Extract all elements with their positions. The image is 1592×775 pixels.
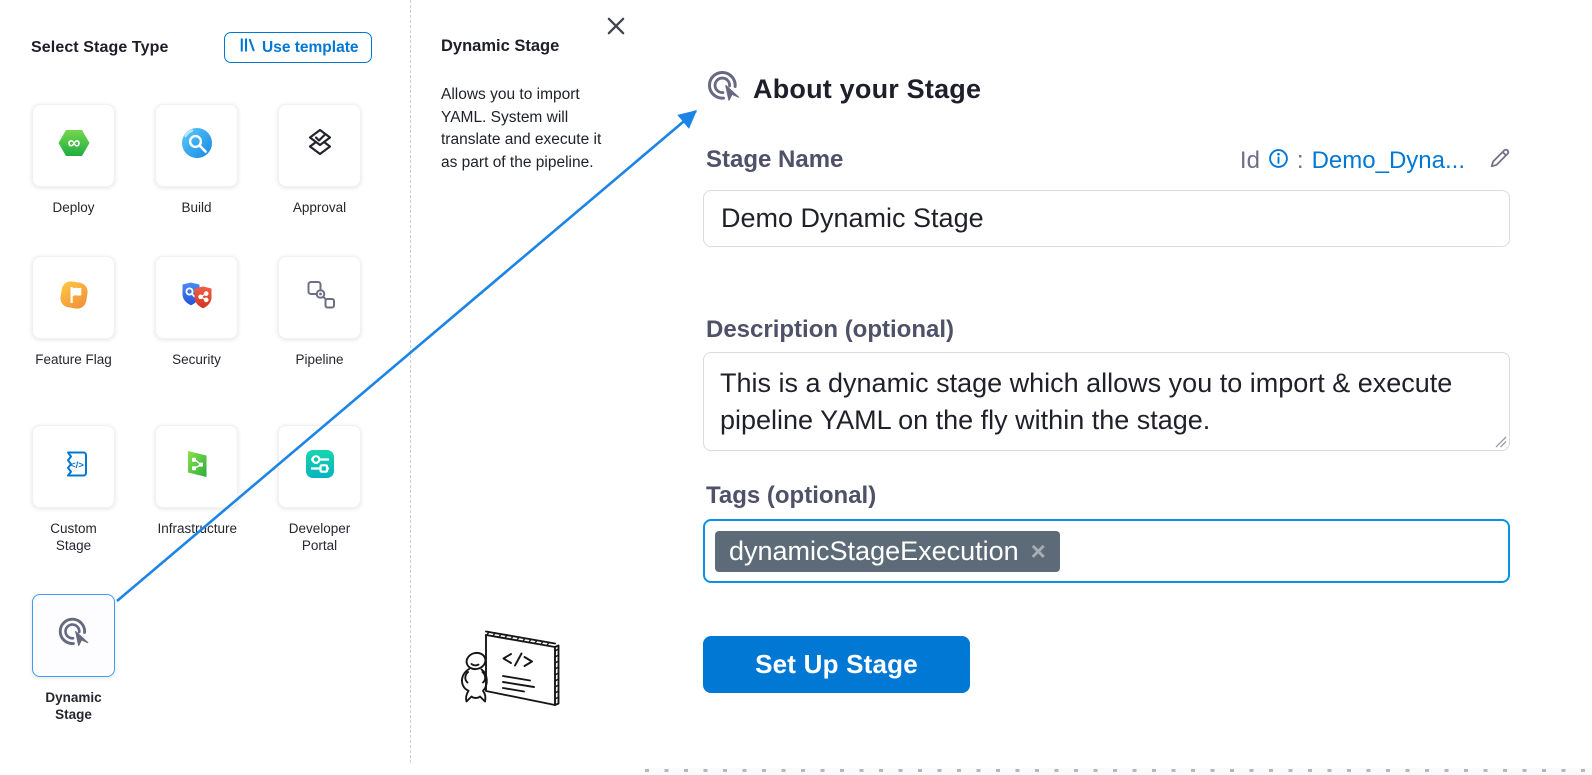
stage-tile-label: Deploy (52, 200, 95, 215)
stage-tile-pipeline[interactable]: Pipeline (278, 256, 361, 367)
info-icon[interactable] (1268, 148, 1289, 174)
stage-tile-deploy[interactable]: ∞ Deploy (32, 104, 115, 215)
tag-chip-text: dynamicStageExecution (729, 535, 1019, 566)
about-stage-title: About your Stage (753, 74, 982, 104)
stage-tile-label: Build (181, 200, 212, 215)
stage-tile-label: Pipeline (295, 352, 344, 367)
about-stage-heading: About your Stage (705, 68, 981, 111)
panel-divider (410, 0, 411, 763)
infrastructure-icon (179, 446, 215, 487)
stage-tile-feature-flag[interactable]: Feature Flag (32, 256, 115, 367)
stage-tile-custom-stage[interactable]: </> Custom Stage (32, 425, 115, 553)
pencil-icon[interactable] (1487, 146, 1512, 176)
stage-info-description: Allows you to import YAML. System will t… (441, 86, 602, 172)
page-title: Select Stage Type (31, 39, 169, 56)
tags-input[interactable] (1069, 535, 1498, 567)
tag-remove-icon[interactable]: × (1030, 536, 1046, 566)
use-template-label: Use template (262, 38, 359, 56)
stage-tile-developer-portal[interactable]: Developer Portal (278, 425, 361, 553)
stage-tile-build[interactable]: Build (155, 104, 238, 215)
stage-tile-infrastructure[interactable]: Infrastructure (155, 425, 238, 536)
stage-id-row: Id : Demo_Dyna... (703, 146, 1512, 176)
stage-tile-dynamic-stage[interactable]: Dynamic Stage (32, 594, 115, 722)
stage-tile-approval[interactable]: Approval (278, 104, 361, 215)
presenter-whiteboard-illustration (458, 620, 583, 733)
stage-tile-label: Dynamic Stage (45, 690, 102, 722)
tags-input-container[interactable]: dynamicStageExecution × (703, 519, 1510, 583)
tags-label: Tags (optional) (706, 482, 877, 509)
stage-info-title: Dynamic Stage (441, 37, 560, 55)
svg-text:∞: ∞ (67, 133, 80, 153)
custom-stage-icon: </> (56, 446, 92, 487)
tag-chip: dynamicStageExecution × (715, 530, 1060, 572)
id-separator: : (1296, 147, 1304, 174)
template-library-icon (238, 36, 255, 59)
use-template-button[interactable]: Use template (224, 32, 373, 63)
security-icon (179, 277, 215, 318)
developer-portal-icon (302, 446, 338, 487)
stage-tile-label: Infrastructure (157, 521, 238, 536)
pipeline-icon (302, 277, 338, 318)
description-label: Description (optional) (706, 316, 954, 343)
stage-tile-label: Approval (292, 200, 347, 215)
stage-tile-label: Feature Flag (35, 352, 112, 367)
approval-icon (302, 125, 338, 166)
build-icon (179, 125, 215, 166)
stage-tile-label: Developer Portal (288, 521, 351, 553)
stage-tile-label: Custom Stage (50, 521, 97, 553)
stage-tile-security[interactable]: Security (155, 256, 238, 367)
set-up-stage-button[interactable]: Set Up Stage (703, 636, 970, 693)
stage-name-input[interactable] (703, 190, 1510, 247)
close-icon[interactable] (605, 15, 627, 37)
deploy-icon: ∞ (56, 125, 92, 166)
stage-id-value: Demo_Dyna... (1311, 147, 1465, 174)
stage-name-label: Stage Name (706, 146, 844, 173)
stage-tile-label: Security (172, 352, 221, 367)
feature-flag-icon (56, 277, 92, 318)
description-textarea[interactable]: This is a dynamic stage which allows you… (703, 352, 1510, 451)
svg-text:</>: </> (70, 460, 84, 471)
dynamic-stage-icon (56, 615, 92, 656)
dynamic-stage-icon (705, 68, 743, 111)
id-label: Id (1239, 147, 1260, 174)
pipeline-canvas-edge (645, 768, 1592, 775)
